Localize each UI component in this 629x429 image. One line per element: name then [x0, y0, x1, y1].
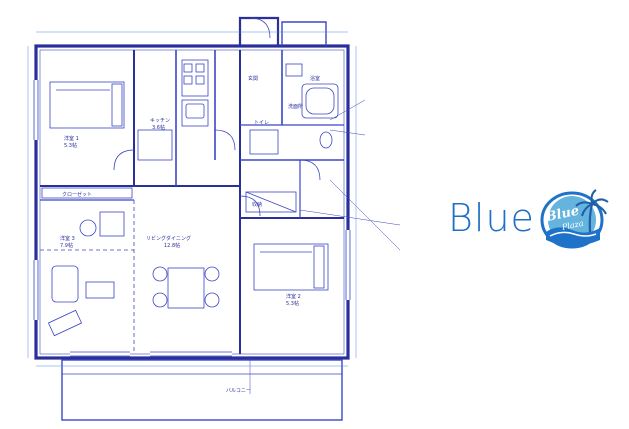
dining-table — [167, 267, 205, 309]
room-label-entrance: 玄関 — [248, 75, 258, 82]
room-size-living: 12.8帖 — [164, 242, 180, 249]
wave-icon — [546, 227, 600, 246]
room-size-western2: 5.3帖 — [286, 300, 299, 307]
outer-wall — [34, 44, 350, 360]
bed-western2 — [253, 243, 329, 291]
room-label-living: リビングダイニング — [146, 235, 191, 242]
brand-logo: Blue Plaza — [540, 189, 609, 249]
room-label-western3: 洋室 3 — [60, 235, 75, 242]
logo-ring — [540, 191, 604, 249]
room-label-storage: 収納 — [252, 201, 262, 208]
dimension-lines — [27, 31, 357, 367]
room-label-closet: クローゼット — [62, 191, 92, 198]
bath-protrusion — [281, 21, 327, 46]
palm-icon — [575, 189, 609, 233]
balcony-outline — [61, 359, 343, 421]
sofa — [51, 265, 79, 303]
room-size-western1: 5.3帖 — [64, 142, 77, 149]
room-label-western1: 洋室 1 — [64, 135, 79, 142]
brand-name: Blue — [448, 196, 535, 240]
room-label-balcony: バルコニー — [226, 388, 251, 394]
room-size-kitchen: 3.6帖 — [152, 124, 165, 131]
room-label-bath: 浴室 — [310, 75, 320, 82]
room-label-toilet: トイレ — [254, 120, 269, 126]
room-label-western2: 洋室 2 — [286, 293, 301, 300]
room-label-washroom: 洗面所 — [288, 103, 303, 110]
room-label-kitchen: キッチン — [150, 118, 170, 124]
room-size-western3: 7.9帖 — [60, 242, 73, 249]
logo-text: Blue — [544, 204, 581, 226]
bed-western1 — [49, 81, 125, 129]
plan-lines — [33, 16, 401, 421]
